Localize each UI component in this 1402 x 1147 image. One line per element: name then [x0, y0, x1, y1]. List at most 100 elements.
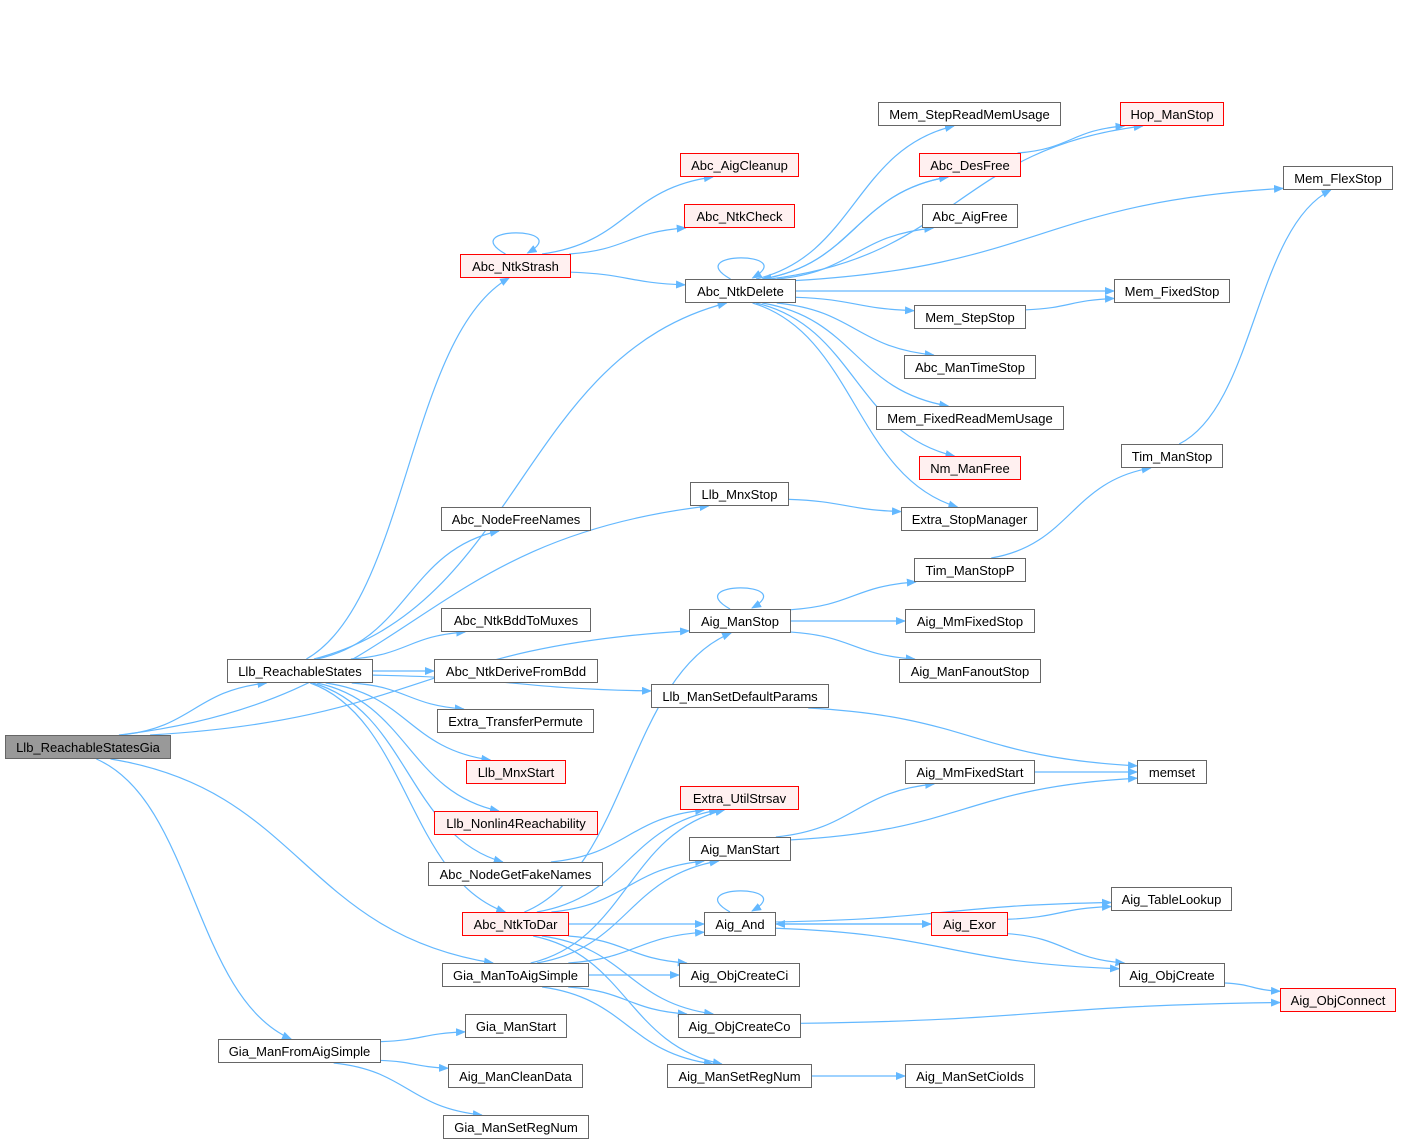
node-abc-ntkcheck[interactable]: Abc_NtkCheck	[684, 204, 795, 228]
edge-ndel-to-timestop	[776, 302, 935, 359]
edge-fake-to-strsav	[550, 806, 706, 863]
node-aig-manstop[interactable]: Aig_ManStop	[689, 609, 791, 633]
node-mem-flexstop[interactable]: Mem_FlexStop	[1283, 166, 1393, 190]
edge-aigstop-to-fanout	[790, 631, 916, 663]
node-abc-ntkderivefrombdd[interactable]: Abc_NtkDeriveFromBdd	[434, 659, 598, 683]
edge-todar-to-ci	[568, 935, 688, 967]
node-mem-stepreadmemusage[interactable]: Mem_StepReadMemUsage	[878, 102, 1061, 126]
node-aig-mancleandata[interactable]: Aig_ManCleanData	[448, 1064, 583, 1088]
node-aig-objcreateco[interactable]: Aig_ObjCreateCo	[678, 1014, 801, 1038]
edge-ocreate-to-connect	[1224, 982, 1281, 995]
node-hop-manstop[interactable]: Hop_ManStop	[1120, 102, 1224, 126]
node-gia-manfromaigsimple[interactable]: Gia_ManFromAigSimple	[218, 1039, 381, 1063]
node-mem-fixedstop[interactable]: Mem_FixedStop	[1114, 279, 1230, 303]
node-aig-objcreate[interactable]: Aig_ObjCreate	[1119, 963, 1225, 987]
edge-rs-to-strash	[306, 277, 510, 660]
node-gia-mantoaigsimple[interactable]: Gia_ManToAigSimple	[442, 963, 589, 987]
edge-gtas-to-aigstart	[536, 858, 720, 964]
edge-stepstop-to-fixed	[1025, 294, 1115, 311]
edge-aigstart-to-mmfstart	[775, 780, 936, 838]
edge-rs-to-todar	[310, 682, 507, 913]
node-extra-stopmanager[interactable]: Extra_StopManager	[901, 507, 1038, 531]
edge-gtas-to-and	[568, 928, 705, 964]
edge-and-to-ocreate	[775, 927, 1120, 973]
edge-and-to-and	[716, 890, 765, 913]
edge-ndel-to-aigfree	[777, 224, 935, 280]
edge-co-to-connect	[800, 998, 1281, 1024]
edge-ndel-to-nm	[755, 302, 956, 458]
node-aig-tablelookup[interactable]: Aig_TableLookup	[1111, 887, 1232, 911]
node-abc-aigfree[interactable]: Abc_AigFree	[922, 204, 1018, 228]
edge-timp-to-tim	[991, 465, 1152, 559]
edge-ndel-to-mfrmu	[762, 302, 950, 409]
edge-gfas-to-giastart	[380, 1028, 466, 1043]
edge-strash-to-cleanup	[542, 174, 714, 255]
node-tim-manstop[interactable]: Tim_ManStop	[1121, 444, 1223, 468]
node-llb-mnxstart[interactable]: Llb_MnxStart	[466, 760, 566, 784]
node-llb-reachablestatesgia: Llb_ReachableStatesGia	[5, 735, 171, 759]
edge-rs-to-mnxstart	[325, 682, 492, 763]
node-aig-mansetcioids[interactable]: Aig_ManSetCioIds	[905, 1064, 1035, 1088]
edge-strash-to-strash	[492, 232, 540, 255]
node-abc-desfree[interactable]: Abc_DesFree	[919, 153, 1021, 177]
node-aig-exor[interactable]: Aig_Exor	[931, 912, 1008, 936]
edge-ndel-to-hop	[769, 123, 1144, 280]
edge-strash-to-ndel	[570, 271, 686, 289]
edge-ndel-to-extrastop	[752, 302, 959, 509]
node-aig-mmfixedstart[interactable]: Aig_MmFixedStart	[905, 760, 1035, 784]
node-aig-manstart[interactable]: Aig_ManStart	[689, 837, 791, 861]
node-llb-reachablestates[interactable]: Llb_ReachableStates	[227, 659, 373, 683]
node-abc-aigcleanup[interactable]: Abc_AigCleanup	[680, 153, 799, 177]
edge-strash-to-check	[569, 224, 687, 255]
node-aig-manfanoutstop[interactable]: Aig_ManFanoutStop	[899, 659, 1041, 683]
edge-root-to-mnxstop	[118, 503, 710, 736]
node-mem-fixedreadmemusage[interactable]: Mem_FixedReadMemUsage	[876, 406, 1064, 430]
edge-todar-to-strsav	[536, 807, 720, 913]
edge-exor-to-ocreate	[1007, 933, 1126, 967]
edge-ndel-to-flex	[795, 184, 1284, 282]
node-gia-mansetregnum[interactable]: Gia_ManSetRegNum	[443, 1115, 589, 1139]
edge-rs-to-defp	[372, 674, 652, 695]
node-gia-manstart[interactable]: Gia_ManStart	[465, 1014, 567, 1038]
node-tim-manstopp[interactable]: Tim_ManStopP	[914, 558, 1026, 582]
node-aig-mmfixedstop[interactable]: Aig_MmFixedStop	[905, 609, 1035, 633]
node-aig-objcreateci[interactable]: Aig_ObjCreateCi	[679, 963, 800, 987]
edge-gfas-to-giaregnum	[333, 1062, 483, 1119]
node-mem-stepstop[interactable]: Mem_StepStop	[914, 305, 1026, 329]
node-abc-nodegetfakenames[interactable]: Abc_NodeGetFakeNames	[428, 862, 603, 886]
edge-todar-to-aigstop	[524, 632, 733, 913]
edge-exor-to-table	[1007, 902, 1112, 920]
edge-rs-to-ndel	[313, 301, 728, 660]
edge-rs-to-bddmux	[350, 628, 467, 660]
node-memset[interactable]: memset	[1137, 760, 1207, 784]
node-aig-and[interactable]: Aig_And	[704, 912, 776, 936]
node-extra-utilstrsav[interactable]: Extra_UtilStrsav	[680, 786, 799, 810]
node-nm-manfree[interactable]: Nm_ManFree	[919, 456, 1021, 480]
node-aig-objconnect[interactable]: Aig_ObjConnect	[1280, 988, 1396, 1012]
node-abc-nodefreenames[interactable]: Abc_NodeFreeNames	[441, 507, 591, 531]
edge-gtas-to-strsav	[530, 808, 726, 964]
edge-ndel-to-stepstop	[795, 296, 915, 315]
node-llb-nonlin4reachability[interactable]: Llb_Nonlin4Reachability	[434, 811, 598, 835]
node-extra-transferpermute[interactable]: Extra_TransferPermute	[437, 709, 594, 733]
node-llb-mnxstop[interactable]: Llb_MnxStop	[690, 482, 789, 506]
edge-mnxstop-to-extrastop	[788, 498, 902, 516]
node-abc-ntkbddtomuxes[interactable]: Abc_NtkBddToMuxes	[441, 608, 591, 632]
edge-ndel-to-msrmu	[755, 124, 955, 280]
edge-root-to-gfas	[96, 758, 293, 1040]
edge-gtas-to-co	[568, 986, 688, 1018]
node-llb-mansetdefaultparams[interactable]: Llb_ManSetDefaultParams	[651, 684, 829, 708]
node-abc-ntkdelete[interactable]: Abc_NtkDelete	[685, 279, 796, 303]
node-abc-ntktodar[interactable]: Abc_NtkToDar	[462, 912, 569, 936]
edge-tim-to-flex	[1178, 189, 1332, 445]
edge-rs-to-nfn	[316, 528, 500, 660]
node-abc-mantimestop[interactable]: Abc_ManTimeStop	[904, 355, 1036, 379]
edge-ndel-to-ndel	[717, 257, 765, 280]
edge-rs-to-nonlin	[316, 682, 500, 814]
node-aig-mansetregnum[interactable]: Aig_ManSetRegNum	[667, 1064, 812, 1088]
edge-aigstart-to-memset	[790, 774, 1138, 841]
node-abc-ntkstrash[interactable]: Abc_NtkStrash	[460, 254, 571, 278]
edge-root-to-gtas	[110, 758, 494, 966]
edge-gtas-to-regnum	[542, 986, 714, 1067]
